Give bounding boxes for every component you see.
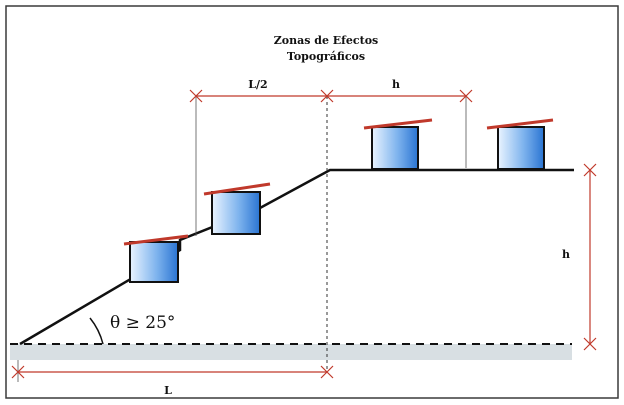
label-angle: θ ≥ 25° <box>110 313 175 333</box>
ground-band <box>10 344 572 360</box>
title-line-2: Topográficos <box>287 50 365 63</box>
house-slope-upper <box>203 182 271 235</box>
house-roof <box>123 234 189 246</box>
dimension-height-top <box>327 89 473 168</box>
label-half-length: L/2 <box>248 78 267 91</box>
house-roof <box>203 182 271 196</box>
diagram-frame <box>5 5 619 399</box>
house-slope-lower <box>123 234 189 283</box>
house-roof <box>363 118 433 130</box>
house-body <box>211 191 261 235</box>
house-crest-left <box>363 118 433 170</box>
dimension-length <box>11 360 334 382</box>
house-roof <box>486 118 554 130</box>
title-line-1: Zonas de Efectos <box>274 34 378 47</box>
label-height-right: h <box>562 248 570 261</box>
dimension-height-right <box>583 163 597 351</box>
house-body <box>129 241 179 283</box>
house-crest-right <box>486 118 554 170</box>
label-height-top: h <box>392 78 400 91</box>
label-length: L <box>164 384 172 397</box>
house-body <box>497 126 545 170</box>
angle-arc <box>89 317 104 345</box>
house-body <box>371 126 419 170</box>
